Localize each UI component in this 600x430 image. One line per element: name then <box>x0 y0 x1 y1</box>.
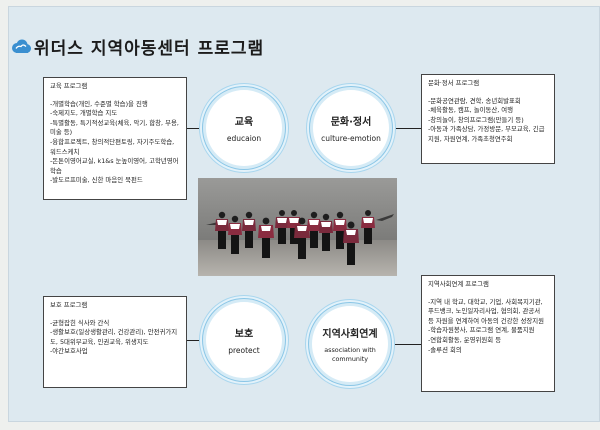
box-title: 교육 프로그램 <box>50 82 88 90</box>
circle-title: 교육 <box>234 117 254 128</box>
header: 위더스 지역아동센터 프로그램 <box>10 34 264 59</box>
box-title: 지역사회연계 프로그램 <box>428 280 489 288</box>
protect-circle: 보호 preotect <box>206 302 282 378</box>
program-line: -학습자원봉사, 프로그램 연계, 물품지원 <box>428 326 535 335</box>
protect-program-box: 보호 프로그램 -균형잡힌 식사와 간식 -생활보호(일상생활관리, 건강관리)… <box>43 296 187 388</box>
program-line: -개별학습(개인, 수준별 학습)을 진행 <box>50 99 148 108</box>
program-line: -체육활동, 캠프, 놀이동산, 여행 <box>428 106 514 115</box>
performance-photo <box>198 178 397 276</box>
connector-culture <box>388 125 428 132</box>
circle-subtitle: educaion <box>226 134 262 143</box>
program-line: -발도르프미술, 신한 마음인 북펀드 <box>50 176 143 185</box>
education-circle: 교육 educaion <box>206 90 282 166</box>
program-line: -특별활동, 특기적성교육(체육, 악기, 합창, 무용, 미술 등) <box>50 118 179 137</box>
program-line: -야간보호사업 <box>50 347 88 356</box>
program-line: -창의놀이, 창의프로그램(만들기 등) <box>428 115 524 124</box>
community-program-box: 지역사회연계 프로그램 -지역 내 학교, 대학교, 기업, 사회복지기관, 푸… <box>421 275 555 392</box>
circle-subtitle: association with community <box>324 345 376 363</box>
culture-circle: 문화·정서 culture-emotion <box>313 90 389 166</box>
circle-subtitle: culture-emotion <box>321 134 381 143</box>
performer-group <box>215 210 375 265</box>
education-program-box: 교육 프로그램 -개별학습(개인, 수준별 학습)을 진행 -숙제지도, 개별학… <box>43 77 187 200</box>
program-line: -지역 내 학교, 대학교, 기업, 사회복지기관, 푸드뱅크, 노인일자리사업… <box>428 297 544 325</box>
program-line: -숙제지도, 개별학습 지도 <box>50 109 118 118</box>
program-line: -생활보호(일상생활관리, 건강관리), 안전귀가지도, 5대위무교육, 인권교… <box>50 328 178 346</box>
program-line: -융합프로젝트, 창의적단편토링, 자기주도학습, 워드스케치 <box>50 137 175 156</box>
circle-title: 보호 <box>234 329 254 340</box>
box-title: 보호 프로그램 <box>50 301 88 309</box>
program-line: -솔루션 회의 <box>428 345 462 354</box>
program-line: -돈톤이영어교실, k1&s 눈높이영어, 고학년영어학습 <box>50 157 179 175</box>
program-line: -연합회활동, 운영위원회 등 <box>428 335 502 344</box>
cloud-icon <box>10 39 32 54</box>
box-title: 문화·정서 프로그램 <box>428 79 480 87</box>
community-circle: 지역사회연계 association with community <box>312 306 388 382</box>
connector-community <box>388 341 428 348</box>
circle-subtitle: preotect <box>228 346 260 355</box>
circle-title: 문화·정서 <box>330 117 372 128</box>
program-line: -균형잡힌 식사와 간식 <box>50 318 110 327</box>
page-title: 위더스 지역아동센터 프로그램 <box>34 39 265 59</box>
culture-program-box: 문화·정서 프로그램 -문화공연관람, 견학, 송년회발표회 -체육활동, 캠프… <box>421 74 555 164</box>
circle-title: 지역사회연계 <box>322 328 378 340</box>
program-line: -아동과 가족상담, 가정방문, 부모교육, 긴급지원, 자원연계, 가족초청연… <box>428 125 545 143</box>
program-line: -문화공연관람, 견학, 송년회발표회 <box>428 96 521 105</box>
